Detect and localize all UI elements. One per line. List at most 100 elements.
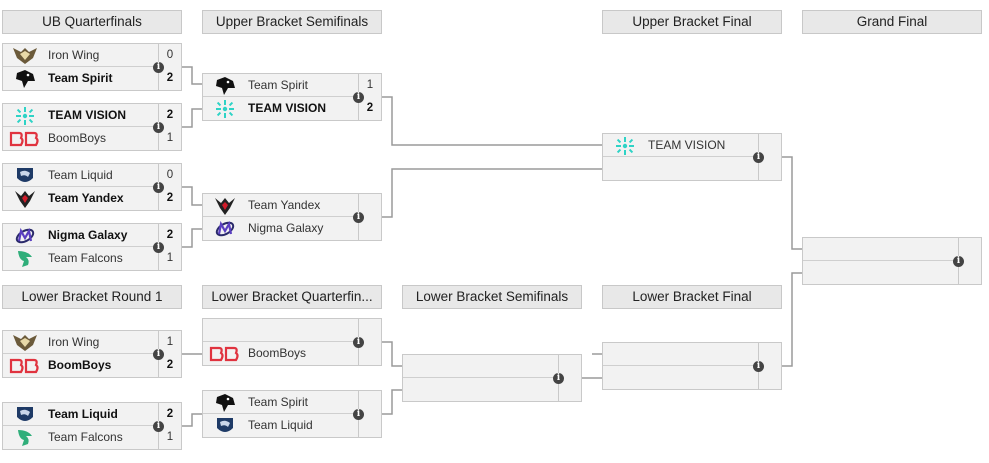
match-lb-final[interactable]: i [602, 342, 782, 390]
score: 1 [158, 426, 181, 449]
match-ubqf-2[interactable]: TEAM VISION BoomBoys 2 1 i [2, 103, 182, 151]
boomboys-logo-icon [8, 356, 42, 376]
match-lbqf-2[interactable]: Team Spirit Team Liquid i [202, 390, 382, 438]
match-ubqf-3[interactable]: Team Liquid Team Yandex 0 2 i [2, 163, 182, 211]
match-info-icon[interactable]: i [153, 182, 164, 193]
match-ubqf-4[interactable]: Nigma Galaxy Team Falcons 2 1 i [2, 223, 182, 271]
team-name: TEAM VISION [248, 101, 327, 115]
team-name: TEAM VISION [648, 138, 726, 152]
score: 1 [158, 127, 181, 150]
score: 0 [158, 164, 181, 187]
team-name: BoomBoys [248, 346, 307, 360]
team-vision-logo-icon [8, 106, 42, 126]
team-slot[interactable]: BoomBoys [3, 127, 158, 150]
header-ub-semifinals: Upper Bracket Semifinals [202, 10, 382, 34]
team-falcons-logo-icon [8, 249, 42, 269]
iron-wing-logo-icon [8, 333, 42, 353]
team-slot[interactable]: BoomBoys [3, 354, 158, 377]
team-slot-empty[interactable] [203, 319, 358, 342]
team-slot[interactable]: TEAM VISION [603, 134, 758, 157]
header-lb-semifinals: Lower Bracket Semifinals [402, 285, 582, 309]
match-info-icon[interactable]: i [553, 373, 564, 384]
team-slot[interactable]: Team Spirit [203, 391, 358, 414]
header-lb-round1: Lower Bracket Round 1 [2, 285, 182, 309]
match-ubsf-1[interactable]: Team Spirit TEAM VISION 1 2 i [202, 73, 382, 121]
header-lb-final: Lower Bracket Final [602, 285, 782, 309]
team-slot[interactable]: Team Liquid [3, 403, 158, 426]
team-slot-empty[interactable] [403, 378, 558, 401]
team-slot[interactable]: Team Falcons [3, 247, 158, 270]
team-name: Team Falcons [48, 251, 123, 265]
team-slot-empty[interactable] [603, 343, 758, 366]
boomboys-logo-icon [208, 344, 242, 364]
team-name: Team Yandex [48, 191, 124, 205]
team-slot-empty[interactable] [803, 261, 958, 284]
team-slot[interactable]: Iron Wing [3, 44, 158, 67]
team-slot[interactable]: Team Falcons [3, 426, 158, 449]
match-info-icon[interactable]: i [753, 361, 764, 372]
team-slot[interactable]: Team Yandex [3, 187, 158, 210]
match-info-icon[interactable]: i [353, 337, 364, 348]
iron-wing-logo-icon [8, 46, 42, 66]
match-ub-final[interactable]: TEAM VISION i [602, 133, 782, 181]
nigma-galaxy-logo-icon [208, 219, 242, 239]
score: 2 [158, 187, 181, 210]
team-slot[interactable]: Team Liquid [3, 164, 158, 187]
boomboys-logo-icon [8, 129, 42, 149]
team-slot[interactable]: TEAM VISION [203, 97, 358, 120]
match-info-icon[interactable]: i [353, 92, 364, 103]
team-liquid-logo-icon [208, 416, 242, 436]
team-name: Team Spirit [248, 395, 309, 409]
team-name: Nigma Galaxy [248, 221, 324, 235]
match-info-icon[interactable]: i [153, 242, 164, 253]
score: 2 [158, 224, 181, 247]
team-slot[interactable]: Iron Wing [3, 331, 158, 354]
team-name: Iron Wing [48, 48, 100, 62]
score: 1 [358, 74, 381, 97]
team-name: Team Liquid [248, 418, 313, 432]
team-vision-logo-icon [608, 136, 642, 156]
team-name: Team Spirit [248, 78, 309, 92]
team-name: Iron Wing [48, 335, 100, 349]
match-info-icon[interactable]: i [153, 62, 164, 73]
team-slot-empty[interactable] [603, 157, 758, 180]
team-name: Team Yandex [248, 198, 321, 212]
score: 1 [158, 247, 181, 270]
team-slot-empty[interactable] [803, 238, 958, 261]
match-ubqf-1[interactable]: Iron Wing Team Spirit 0 2 i [2, 43, 182, 91]
match-info-icon[interactable]: i [353, 409, 364, 420]
team-slot[interactable]: Nigma Galaxy [3, 224, 158, 247]
team-slot[interactable]: Team Spirit [3, 67, 158, 90]
team-slot-empty[interactable] [603, 366, 758, 389]
team-slot[interactable]: Team Spirit [203, 74, 358, 97]
header-grand-final: Grand Final [802, 10, 982, 34]
score: 2 [158, 403, 181, 426]
team-name: Nigma Galaxy [48, 228, 128, 242]
match-lbr1-2[interactable]: Team Liquid Team Falcons 2 1 i [2, 402, 182, 450]
header-lb-quarterfinals: Lower Bracket Quarterfin... [202, 285, 382, 309]
match-lbr1-1[interactable]: Iron Wing BoomBoys 1 2 i [2, 330, 182, 378]
match-info-icon[interactable]: i [153, 421, 164, 432]
match-info-icon[interactable]: i [353, 212, 364, 223]
match-lbqf-1[interactable]: BoomBoys i [202, 318, 382, 366]
team-slot[interactable]: TEAM VISION [3, 104, 158, 127]
nigma-galaxy-logo-icon [8, 226, 42, 246]
match-lb-semifinal[interactable]: i [402, 354, 582, 402]
team-vision-logo-icon [208, 99, 242, 119]
match-ubsf-2[interactable]: Team Yandex Nigma Galaxy i [202, 193, 382, 241]
team-name: Team Liquid [48, 407, 118, 421]
team-slot[interactable]: BoomBoys [203, 342, 358, 365]
score: 2 [358, 97, 381, 120]
team-name: Team Spirit [48, 71, 113, 85]
match-info-icon[interactable]: i [753, 152, 764, 163]
team-name: Team Falcons [48, 430, 123, 444]
team-slot[interactable]: Team Liquid [203, 414, 358, 437]
score: 0 [158, 44, 181, 67]
team-slot-empty[interactable] [403, 355, 558, 378]
team-slot[interactable]: Nigma Galaxy [203, 217, 358, 240]
match-info-icon[interactable]: i [953, 256, 964, 267]
match-grand-final[interactable]: i [802, 237, 982, 285]
team-slot[interactable]: Team Yandex [203, 194, 358, 217]
match-info-icon[interactable]: i [153, 349, 164, 360]
match-info-icon[interactable]: i [153, 122, 164, 133]
